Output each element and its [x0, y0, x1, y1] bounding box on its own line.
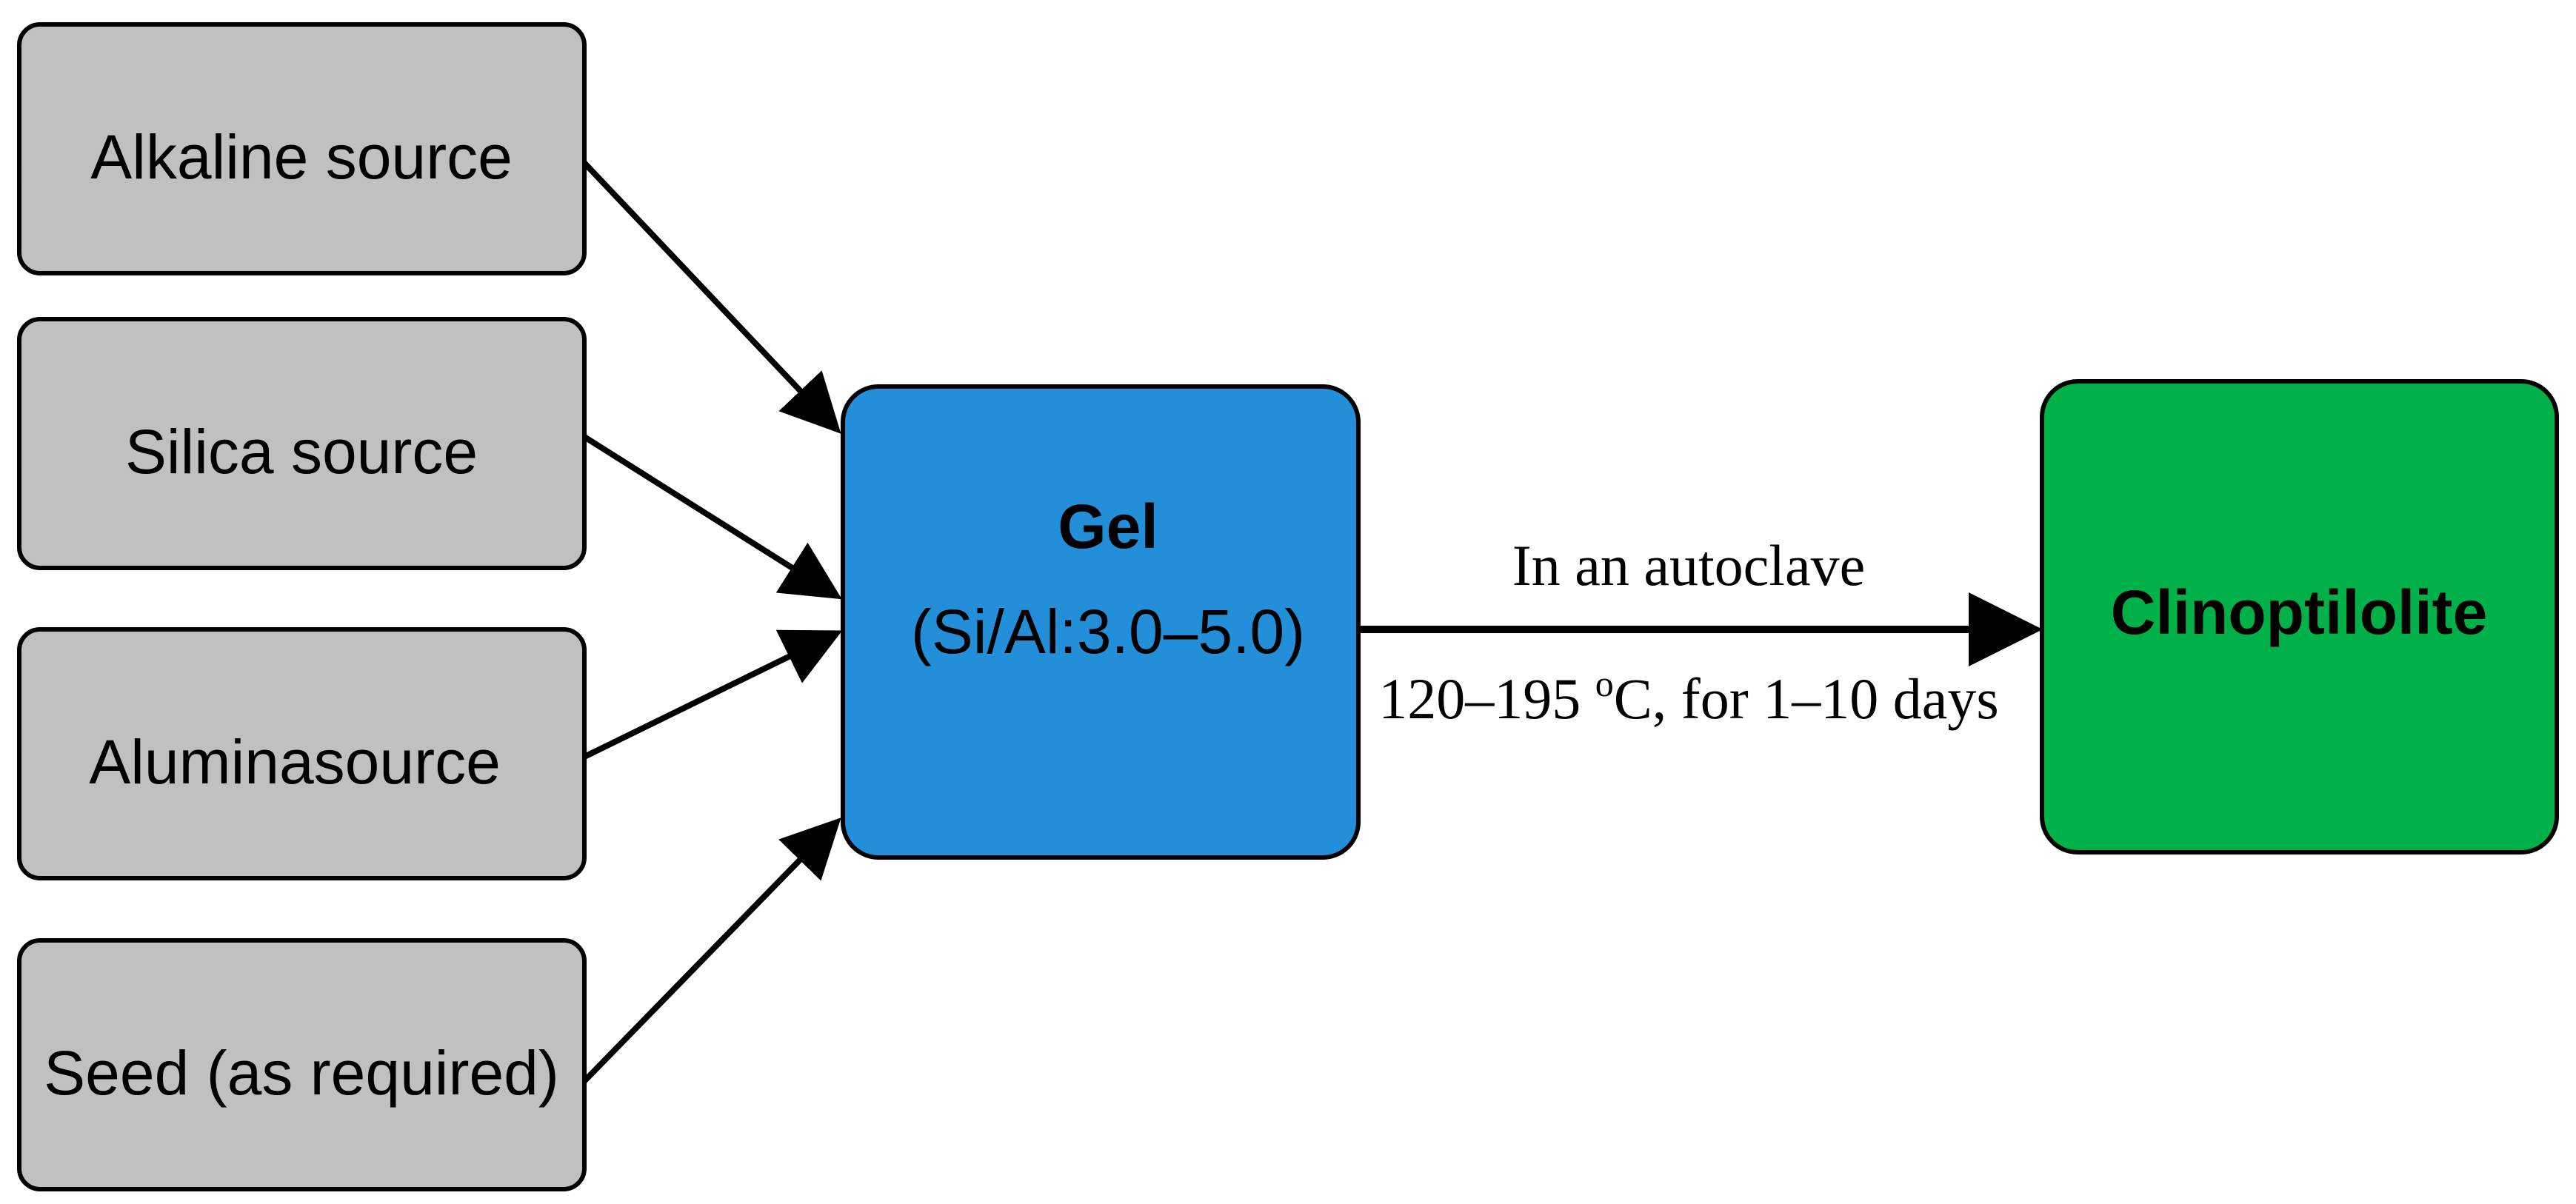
degree-symbol: o: [1595, 663, 1614, 704]
process-label-top: In an autoclave: [1512, 533, 1865, 598]
process-duration: C, for 1–10 days: [1614, 666, 1999, 731]
product-title: Clinoptilolite: [2111, 578, 2488, 647]
input-label-seed: Seed (as required): [44, 1038, 559, 1108]
input-label-silica: Silica source: [125, 417, 478, 486]
process-temperature: 120–195: [1378, 666, 1595, 731]
process-label-bottom: 120–195 oC, for 1–10 days: [1378, 663, 1998, 731]
input-label-alumina: Aluminasource: [89, 727, 501, 797]
input-box-seed: Seed (as required): [17, 938, 587, 1191]
arrow-alumina-to-gel: [583, 629, 843, 760]
product-box: Clinoptilolite: [2040, 379, 2559, 854]
input-box-alkaline: Alkaline source: [17, 22, 587, 275]
gel-box: Gel (Si/Al:3.0–5.0): [841, 384, 1361, 860]
arrow-alkaline-to-gel: [582, 161, 841, 434]
input-box-silica-shape: [17, 317, 587, 570]
input-label-alkaline: Alkaline source: [90, 122, 513, 192]
gel-box-shape: [841, 384, 1361, 860]
arrow-seed-to-gel: [582, 817, 841, 1083]
input-box-alumina: Aluminasource: [17, 627, 587, 880]
gel-title: Gel: [1058, 492, 1158, 561]
input-box-seed-shape: [17, 938, 587, 1191]
arrow-silica-to-gel: [582, 434, 842, 600]
input-box-silica: Silica source: [17, 317, 587, 570]
gel-ratio: (Si/Al:3.0–5.0): [911, 597, 1305, 666]
product-box-shape: [2040, 379, 2559, 854]
input-box-alkaline-shape: [17, 22, 587, 275]
